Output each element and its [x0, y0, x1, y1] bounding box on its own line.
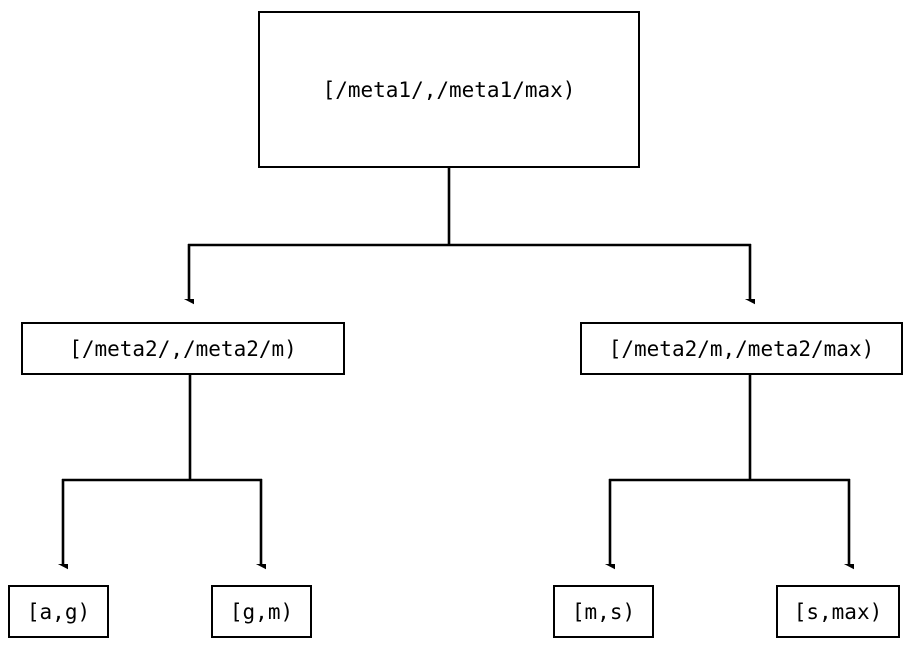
node-mid-right[interactable]: [/meta2/m,/meta2/max)	[580, 322, 903, 375]
node-root[interactable]: [/meta1/,/meta1/max)	[258, 11, 640, 168]
node-leaf-m-s-label: [m,s)	[571, 599, 636, 624]
node-leaf-m-s[interactable]: [m,s)	[553, 585, 654, 638]
node-leaf-g-m-label: [g,m)	[229, 599, 294, 624]
node-mid-right-label: [/meta2/m,/meta2/max)	[608, 336, 875, 361]
node-leaf-g-m[interactable]: [g,m)	[211, 585, 312, 638]
node-leaf-s-max[interactable]: [s,max)	[776, 585, 900, 638]
node-leaf-a-g-label: [a,g)	[26, 599, 91, 624]
node-mid-left-label: [/meta2/,/meta2/m)	[69, 336, 297, 361]
node-leaf-s-max-label: [s,max)	[793, 599, 883, 624]
edge-midright-to-leaves-group	[609, 375, 850, 564]
node-leaf-a-g[interactable]: [a,g)	[8, 585, 109, 638]
edge-midleft-to-leaves-group	[62, 375, 262, 564]
node-mid-left[interactable]: [/meta2/,/meta2/m)	[21, 322, 345, 375]
edge-root-to-mid-group	[188, 168, 751, 299]
node-root-label: [/meta1/,/meta1/max)	[322, 77, 576, 102]
